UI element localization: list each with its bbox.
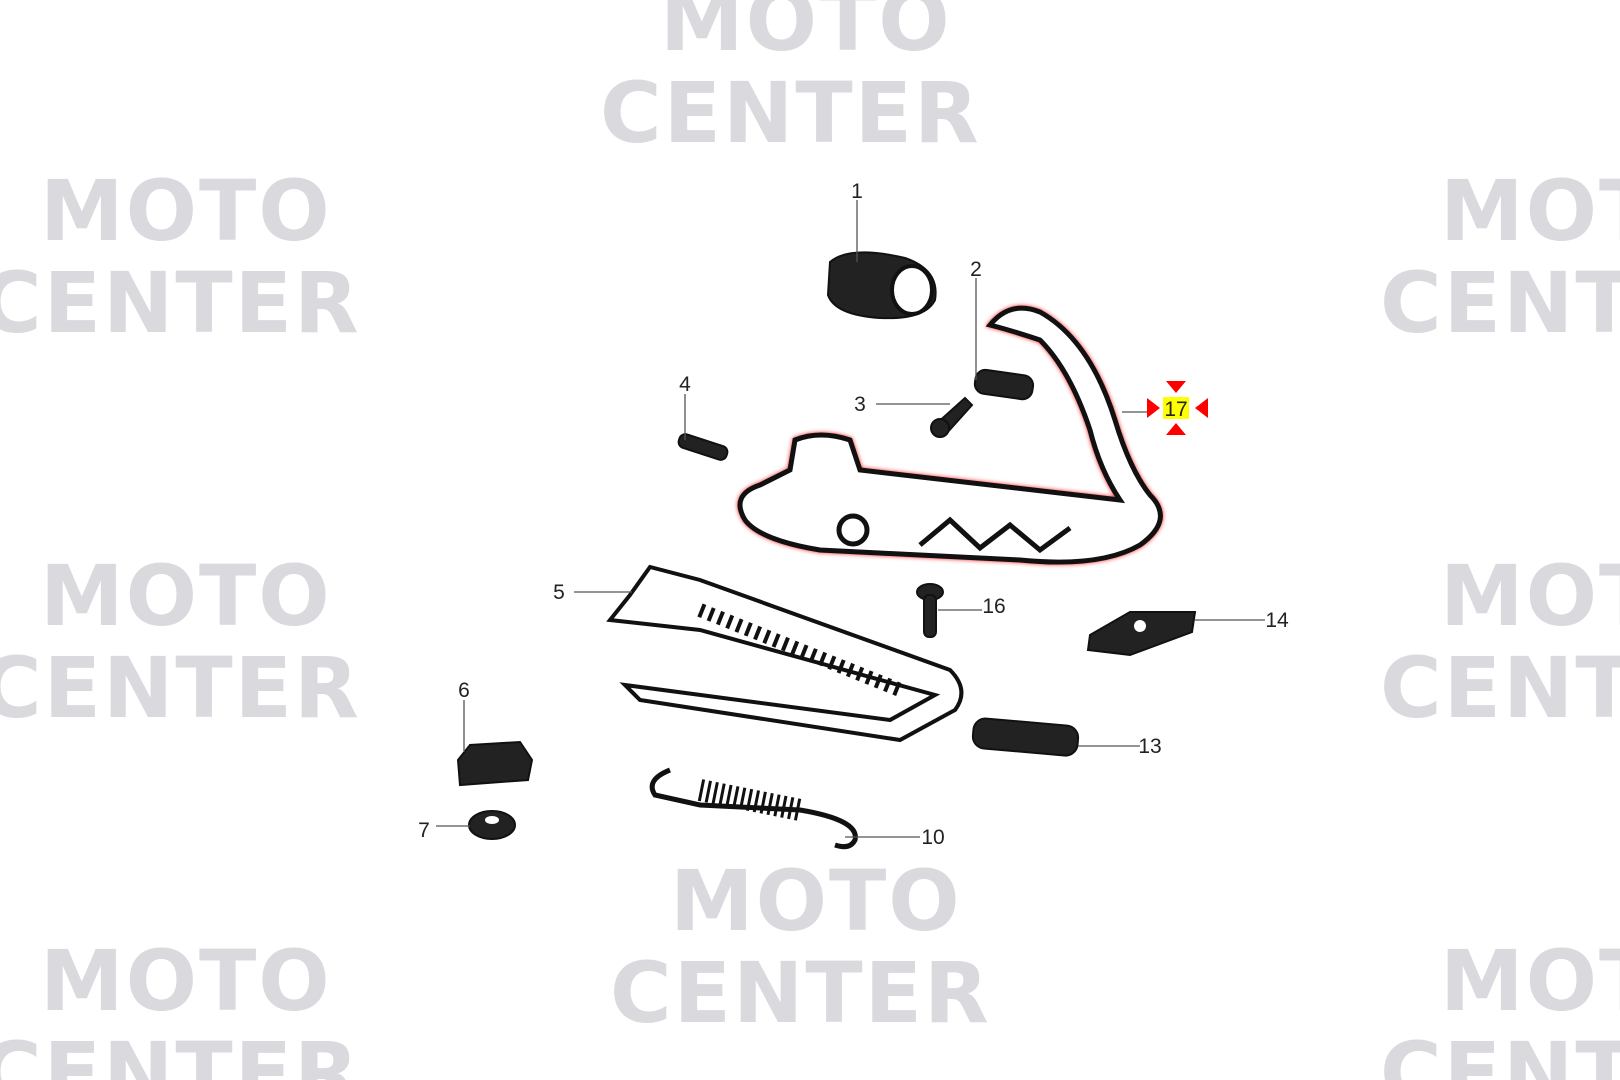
watermark-text: CENTER <box>1380 639 1620 737</box>
callout-2[interactable]: 2 <box>970 258 982 281</box>
selection-arrows-icon <box>1147 381 1208 435</box>
watermark-text: CENTER <box>600 64 981 162</box>
callout-1[interactable]: 1 <box>851 180 863 203</box>
watermark-text: CENTER <box>1380 254 1620 352</box>
watermark-text: CENTER <box>1380 1024 1620 1080</box>
part-17-stand-lever[interactable] <box>737 305 1163 565</box>
watermark-text: CENTER <box>0 639 361 737</box>
watermark-text: MOTO <box>1440 547 1620 645</box>
watermark-text: MOTO <box>670 852 962 950</box>
callout-17: 17 <box>1164 398 1187 421</box>
watermark-text: MOTO <box>40 547 332 645</box>
callout-16[interactable]: 16 <box>982 595 1005 618</box>
watermark-text: CENTER <box>0 1024 361 1080</box>
callout-14[interactable]: 14 <box>1265 609 1289 632</box>
watermark-text: MOTO <box>1440 162 1620 260</box>
part-6-bracket[interactable] <box>456 740 534 787</box>
part-4-pin[interactable] <box>677 433 729 462</box>
highlight-box <box>1163 397 1189 419</box>
callout-7[interactable]: 7 <box>418 819 430 842</box>
callout-5[interactable]: 5 <box>553 581 565 604</box>
part-16-bolt[interactable] <box>916 583 944 638</box>
part-14-nut-plate[interactable] <box>1086 611 1197 657</box>
part-5-stand-plate[interactable] <box>606 564 964 743</box>
leader-lines <box>436 200 1265 838</box>
part-1-rubber-block[interactable] <box>826 251 937 320</box>
watermark-text: MOTO <box>40 932 332 1030</box>
watermark-text: MOTO <box>40 162 332 260</box>
watermark-text: MOTO <box>1440 932 1620 1030</box>
part-10-spring[interactable] <box>649 767 858 850</box>
callout-10[interactable]: 10 <box>921 826 944 849</box>
selected-callout-17[interactable]: 17 <box>1147 381 1208 435</box>
callout-4[interactable]: 4 <box>679 373 691 396</box>
part-13-bushing[interactable] <box>971 717 1080 757</box>
callout-3[interactable]: 3 <box>854 393 866 416</box>
part-7-washer[interactable] <box>468 810 516 840</box>
watermark-text: CENTER <box>0 254 361 352</box>
part-3-clip[interactable] <box>930 396 974 438</box>
watermark-text: MOTO <box>660 0 952 70</box>
part-2-pin[interactable] <box>973 368 1035 401</box>
watermark-text: CENTER <box>610 944 991 1042</box>
callout-13[interactable]: 13 <box>1138 735 1161 758</box>
callout-6[interactable]: 6 <box>458 679 470 702</box>
